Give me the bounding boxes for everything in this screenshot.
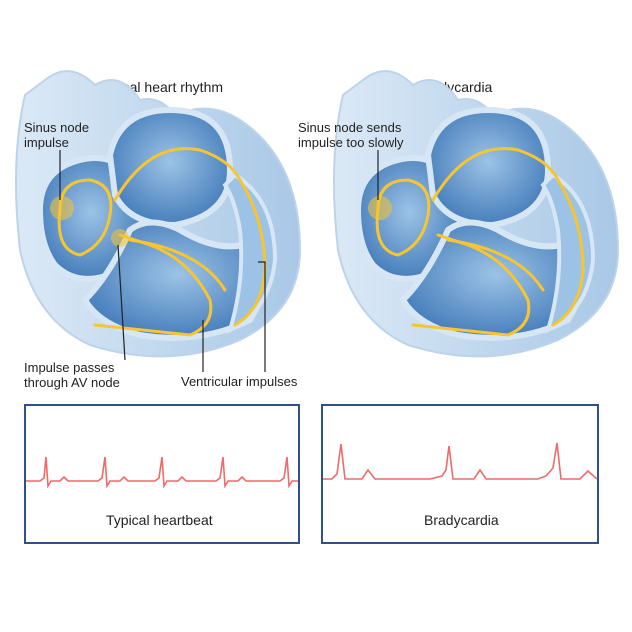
ecg-right-caption: Bradycardia bbox=[424, 512, 499, 528]
ecg-right-trace bbox=[323, 443, 597, 479]
ecg-left-trace bbox=[26, 457, 298, 486]
ecg-left-caption: Typical heartbeat bbox=[106, 512, 213, 528]
